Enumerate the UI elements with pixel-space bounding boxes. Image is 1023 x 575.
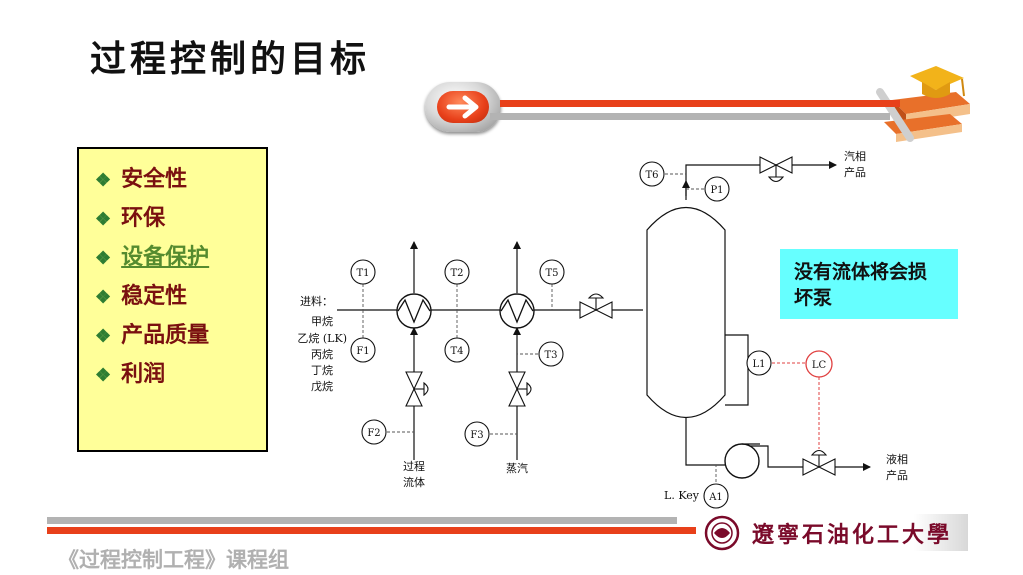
- instrument-f3: [464, 421, 490, 447]
- heat-exchanger-1: [396, 293, 432, 329]
- process-fluid-label: 过程: [403, 460, 425, 473]
- feed-component: 丁烷: [311, 363, 333, 377]
- label-t1: T1: [356, 268, 369, 279]
- feed-component: 甲烷: [311, 314, 333, 328]
- objective-item-link[interactable]: ❖设备保护: [95, 244, 210, 270]
- feed-component: 乙烷 (LK): [297, 331, 347, 345]
- label-t4: T4: [450, 346, 463, 357]
- diamond-bullet-icon: ❖: [95, 326, 112, 347]
- university-seal-icon: [704, 515, 740, 551]
- liquid-control-valve: [802, 449, 836, 476]
- diamond-bullet-icon: ❖: [95, 170, 112, 191]
- level-gauge-leg: [725, 334, 749, 406]
- label-a1: A1: [708, 492, 723, 503]
- label-lc: LC: [812, 360, 827, 371]
- process-fluid-valve: [405, 371, 429, 407]
- label-t6: T6: [645, 170, 658, 181]
- instrument-a1: [703, 483, 729, 509]
- label-f1: F1: [356, 346, 369, 357]
- instrument-t3: [538, 341, 564, 367]
- label-t2: T2: [450, 268, 463, 279]
- process-fluid-label: 流体: [403, 475, 425, 489]
- instrument-lc: [805, 350, 833, 378]
- pump-warning-note: 没有流体将会损坏泵: [780, 249, 958, 319]
- header-gray-line: [490, 113, 890, 120]
- footer-red-line: [47, 527, 697, 534]
- objective-item: ❖环保: [95, 205, 166, 231]
- steam-valve: [508, 371, 532, 407]
- instrument-f1: [350, 337, 376, 363]
- instrument-t2: [444, 259, 470, 285]
- label-t3: T3: [544, 350, 557, 361]
- vapor-product-label: 产品: [844, 165, 866, 179]
- steam-label: 蒸汽: [506, 461, 528, 475]
- vapor-control-valve: [759, 156, 793, 183]
- heat-exchanger-2: [499, 293, 535, 329]
- label-f2: F2: [367, 428, 380, 439]
- diamond-bullet-icon: ❖: [95, 287, 112, 308]
- diamond-bullet-icon: ❖: [95, 365, 112, 386]
- instrument-l1: [746, 350, 772, 376]
- university-name: 遼寧石油化工大學: [752, 522, 953, 548]
- liquid-product-label: 液相: [886, 452, 908, 466]
- header-red-line: [500, 100, 900, 107]
- instrument-p1: [704, 176, 730, 202]
- page-title: 过程控制的目标: [90, 38, 371, 80]
- course-footer: 《过程控制工程》课程组: [58, 547, 289, 572]
- label-p1: P1: [710, 185, 723, 196]
- label-l1: L1: [752, 359, 765, 370]
- feed-component: 丙烷: [311, 347, 333, 361]
- feed-control-valve: [579, 293, 613, 319]
- distillation-column: [646, 207, 726, 418]
- label-f3: F3: [470, 430, 483, 441]
- footer-gray-line: [47, 517, 677, 524]
- objective-item: ❖安全性: [95, 166, 188, 192]
- instrument-t6: [639, 161, 665, 187]
- vapor-product-label: 汽相: [844, 149, 866, 163]
- diamond-bullet-icon: ❖: [95, 209, 112, 230]
- label-t5: T5: [545, 268, 558, 279]
- objectives-list: ❖安全性 ❖环保 ❖设备保护 ❖稳定性 ❖产品质量 ❖利润: [77, 147, 268, 452]
- university-banner: 遼寧石油化工大學: [696, 514, 968, 551]
- liquid-product-label: 产品: [886, 468, 908, 482]
- arrow-button-icon[interactable]: [425, 82, 501, 132]
- light-key-label: L. Key: [664, 489, 700, 502]
- instrument-t5: [539, 259, 565, 285]
- feed-label: 进料：: [300, 294, 333, 308]
- feed-component: 戊烷: [311, 379, 333, 393]
- objective-item: ❖稳定性: [95, 283, 188, 309]
- diamond-bullet-icon: ❖: [95, 248, 112, 269]
- instrument-f2: [361, 419, 387, 445]
- pump-icon: [724, 443, 760, 479]
- instrument-t1: [350, 259, 376, 285]
- objective-item: ❖产品质量: [95, 322, 210, 348]
- instrument-t4: [444, 337, 470, 363]
- bottoms-line: [685, 418, 728, 466]
- objective-item: ❖利润: [95, 361, 166, 387]
- graduation-books-icon: [876, 66, 970, 142]
